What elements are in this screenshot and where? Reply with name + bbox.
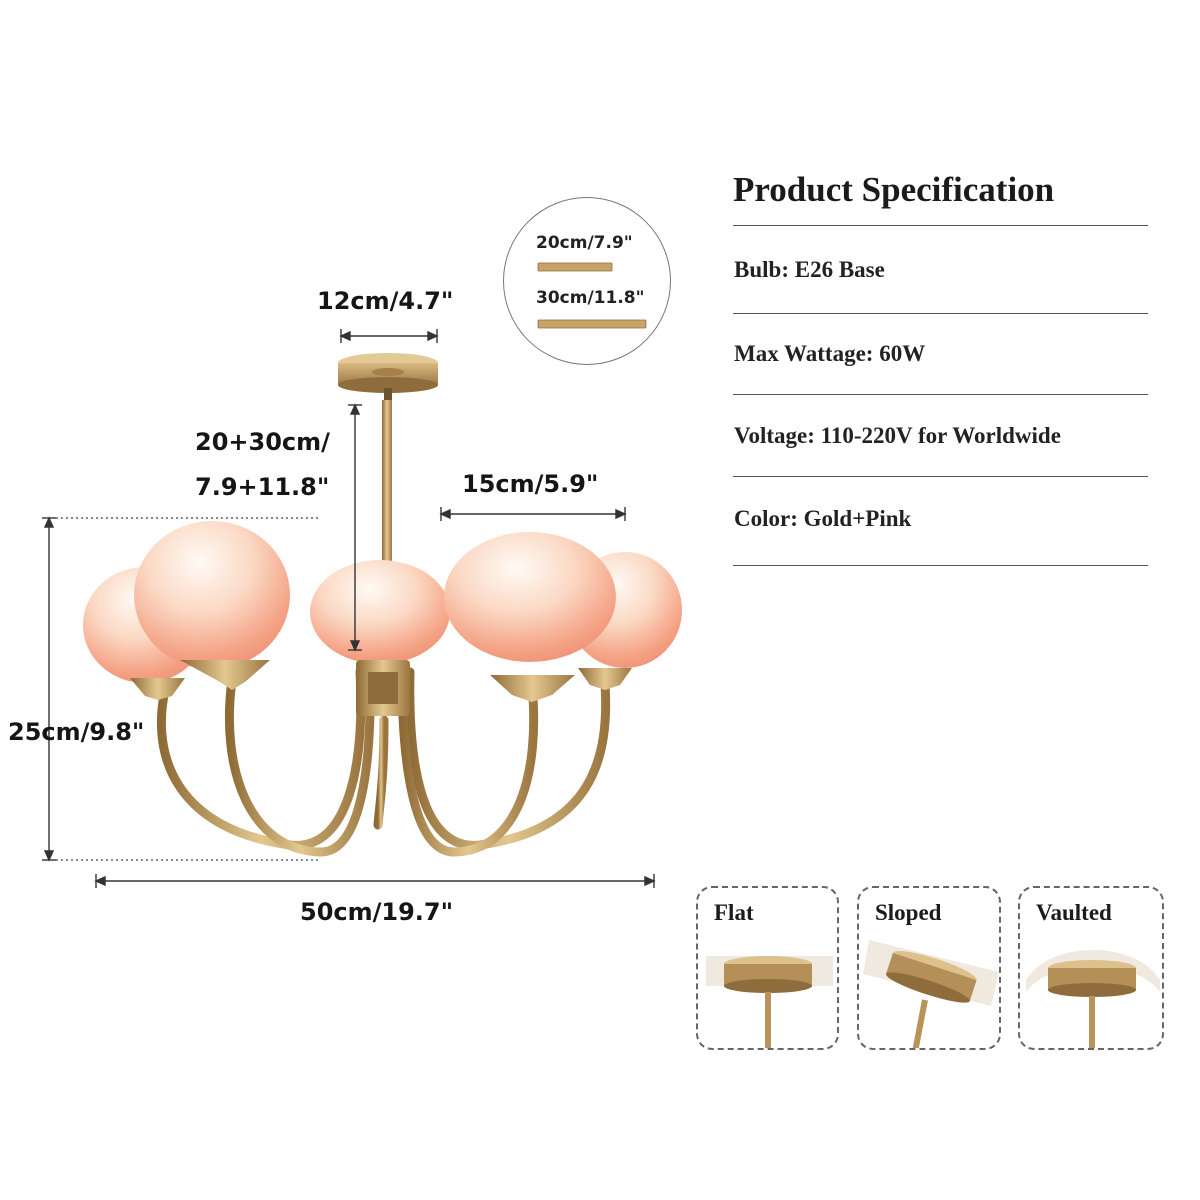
rod-length-label-line1: 20+30cm/	[195, 428, 330, 456]
downrod	[382, 400, 392, 665]
ceiling-canopy	[338, 353, 438, 402]
chandelier-arms	[156, 667, 611, 857]
rod-30cm-icon	[537, 319, 647, 329]
rod-length-legend	[503, 197, 671, 365]
canopy-width-label: 12cm/4.7"	[317, 287, 454, 315]
mount-option-flat: Flat	[696, 886, 839, 1050]
spec-bulb: Bulb: E26 Base	[734, 257, 885, 282]
rod-20cm-icon	[537, 262, 613, 272]
rod-length-label-line2: 7.9+11.8"	[195, 473, 330, 501]
spec-voltage: Voltage: 110-220V for Worldwide	[734, 423, 1061, 448]
spec-divider	[733, 313, 1148, 314]
rod-legend-label-2: 30cm/11.8"	[536, 288, 645, 308]
globe-center	[310, 560, 450, 664]
spec-wattage: Max Wattage: 60W	[734, 341, 926, 366]
flat-ceiling-mount-icon	[706, 956, 833, 1048]
dimension-dotted-guides	[56, 517, 320, 861]
globe-holder-cups	[130, 660, 632, 702]
mount-label-flat: Flat	[714, 900, 754, 925]
globe-front-left	[134, 521, 290, 669]
dimension-lines	[42, 329, 656, 888]
mount-option-sloped: Sloped	[857, 886, 1001, 1050]
spec-divider	[733, 565, 1148, 566]
sloped-ceiling-mount-icon	[863, 940, 999, 1048]
spec-divider	[733, 225, 1148, 226]
globe-front-right	[444, 532, 616, 662]
mount-label-sloped: Sloped	[875, 900, 942, 925]
chandelier-illustration	[42, 329, 682, 888]
height-label: 25cm/9.8"	[8, 718, 145, 746]
spec-title: Product Specification	[733, 170, 1055, 209]
globe-diameter-label: 15cm/5.9"	[462, 470, 599, 498]
mount-label-vaulted: Vaulted	[1036, 900, 1112, 925]
spec-color: Color: Gold+Pink	[734, 506, 912, 531]
width-label: 50cm/19.7"	[300, 898, 454, 926]
vaulted-ceiling-mount-icon	[1026, 950, 1160, 1048]
rod-legend-label-1: 20cm/7.9"	[536, 233, 633, 253]
spec-divider	[733, 476, 1148, 477]
spec-divider	[733, 394, 1148, 395]
mount-option-vaulted: Vaulted	[1018, 886, 1164, 1050]
